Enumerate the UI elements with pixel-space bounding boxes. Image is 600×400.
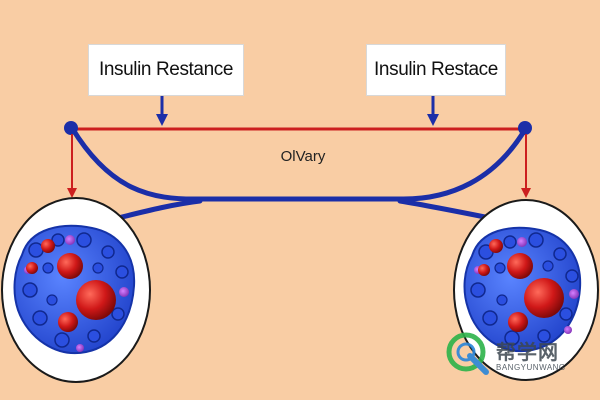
blue-curve-lower-right <box>397 198 493 221</box>
left-label-arrow <box>156 96 168 126</box>
right-follicle-cluster <box>453 199 599 381</box>
insulin-resistance-label-right: Insulin Restace <box>366 44 506 96</box>
left-red-arrow <box>67 134 77 198</box>
watermark-logo-icon <box>446 332 489 375</box>
left-follicle-cluster <box>1 197 151 383</box>
left-end-node <box>64 121 78 135</box>
watermark-sub-text: BANGYUNWANG <box>496 363 566 372</box>
insulin-resistance-label-left: Insulin Restance <box>88 44 244 96</box>
watermark: 帮学网 BANGYUNWANG <box>444 326 594 376</box>
blue-curve-upper <box>69 125 529 202</box>
ovary-label: OlVary <box>280 148 326 165</box>
blue-curve-lower-left <box>115 198 203 221</box>
right-red-arrow <box>521 134 531 198</box>
right-end-node <box>518 121 532 135</box>
watermark-main-text: 帮学网 <box>496 342 559 364</box>
right-label-arrow <box>427 96 439 126</box>
